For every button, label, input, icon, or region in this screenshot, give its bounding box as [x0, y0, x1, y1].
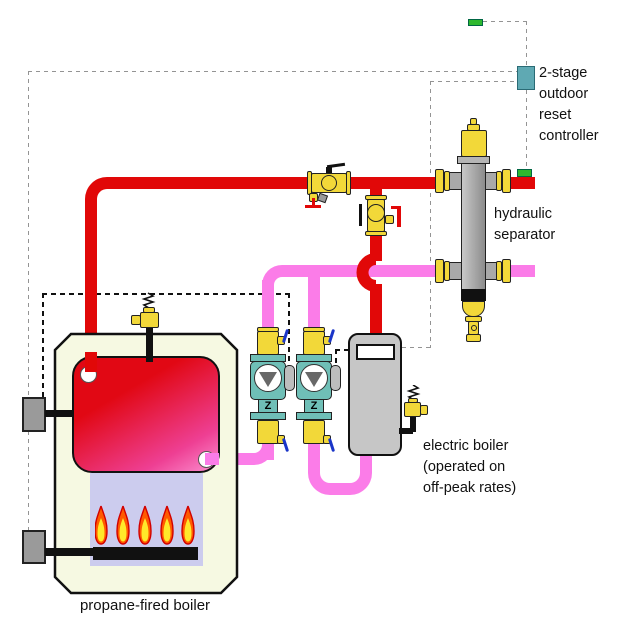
- pump-power-wire-left-drop: [42, 293, 44, 398]
- outdoor-reset-controller: [517, 66, 535, 90]
- pump2-lower-flange: [296, 412, 332, 420]
- electric-boiler-label: electric boiler (operated on off-peak ra…: [423, 438, 517, 496]
- propane-relief-valve: [140, 312, 159, 328]
- electric-relief-spring-icon: [406, 385, 421, 400]
- outdoor-sensor-wire-v: [526, 21, 527, 66]
- controller-label: 2-stage outdoor reset controller: [539, 65, 599, 144]
- pump2-power-stub: [335, 349, 350, 351]
- supply-tapping-pipe: [85, 352, 97, 372]
- relief-valve-pipe: [146, 326, 153, 362]
- hydraulic-separator-body: [461, 163, 486, 290]
- separator-drain-dot: [471, 325, 477, 331]
- union-collar-bottom-left: [444, 261, 450, 281]
- union-nut-top-right: [502, 169, 511, 193]
- electric-relief-valve: [404, 402, 421, 417]
- electric-boiler-wire-stub: [402, 347, 430, 348]
- relief-spring-icon: [141, 292, 156, 308]
- separator-drain-cap: [466, 334, 481, 342]
- electric-boiler-display: [356, 344, 395, 360]
- supply-temperature-sensor: [517, 169, 532, 177]
- electric-relief-outlet: [420, 405, 428, 415]
- vertical-drain-handle: [397, 206, 401, 227]
- pump1-impeller-triangle-icon: [259, 372, 277, 387]
- pump2-impeller-triangle-icon: [305, 372, 323, 387]
- hydraulic-separator-label: hydraulic separator: [494, 206, 556, 243]
- vertical-valve-ball: [367, 204, 385, 222]
- electric-relief-pipe-h: [399, 428, 413, 434]
- purge-drain-symbol-h: [305, 205, 321, 208]
- union-nut-top-left: [435, 169, 444, 193]
- vertical-drain-handle-top: [391, 206, 401, 209]
- pump2-riser-pipe: [308, 271, 320, 333]
- relief-valve-outlet: [131, 315, 141, 325]
- propane-boiler-label: propane-fired boiler: [79, 597, 211, 614]
- burner-bar: [93, 547, 198, 560]
- junction-box-lower: [22, 530, 46, 564]
- union-nut-bottom-right: [502, 259, 511, 283]
- pump2-top-isolation-valve: [303, 331, 325, 355]
- union-collar-top-left: [444, 171, 450, 191]
- junction-box-lower-conduit: [45, 548, 95, 556]
- pump1-check-valve: Z: [258, 399, 278, 413]
- pump2-check-valve: Z: [304, 399, 324, 413]
- pump2-junction-capsule: [330, 365, 341, 391]
- separator-black-band: [461, 289, 486, 301]
- supply-sensor-wire: [526, 90, 527, 169]
- pump1-bottom-valve-handle: [281, 437, 290, 453]
- pump1-junction-capsule: [284, 365, 295, 391]
- electric-boiler-wire-v: [430, 81, 431, 348]
- union-collar-top-right: [496, 171, 502, 191]
- electric-boiler-wire-h: [430, 81, 517, 82]
- return-tapping-pipe: [205, 453, 219, 465]
- controller-loop-wire-top: [28, 71, 517, 72]
- pump1-bottom-isolation-valve: [257, 420, 279, 444]
- union-collar-bottom-right: [496, 261, 502, 281]
- separator-dirt-bowl: [462, 301, 485, 317]
- pump1-top-isolation-valve: [257, 331, 279, 355]
- air-vent: [461, 130, 487, 157]
- electric-boiler-supply-drop2: [370, 284, 382, 334]
- pump1-power-drop: [288, 293, 290, 366]
- outdoor-sensor-wire-h: [483, 21, 527, 22]
- supply-main-pipe: [85, 177, 440, 360]
- pump-power-wire-h: [42, 293, 288, 295]
- pump2-bottom-isolation-valve: [303, 420, 325, 444]
- electric-relief-pipe-v: [410, 414, 416, 432]
- supply-stub-right: [507, 177, 535, 189]
- junction-box-upper-conduit: [45, 410, 73, 417]
- outdoor-sensor: [468, 19, 483, 26]
- return-stub-right: [507, 265, 535, 277]
- pump2-power-drop: [335, 349, 337, 366]
- purge-drain-symbol-v: [312, 198, 315, 206]
- junction-box-upper: [22, 397, 46, 432]
- burner-flames: [95, 505, 195, 545]
- pump1-lower-flange: [250, 412, 286, 420]
- controller-loop-wire-left: [28, 71, 29, 531]
- vertical-valve-lever: [359, 204, 362, 226]
- vertical-valve-drain-port: [385, 215, 394, 224]
- ball-valve-stem: [326, 167, 332, 173]
- union-nut-bottom-left: [435, 259, 444, 283]
- ball-valve-ball: [321, 175, 337, 191]
